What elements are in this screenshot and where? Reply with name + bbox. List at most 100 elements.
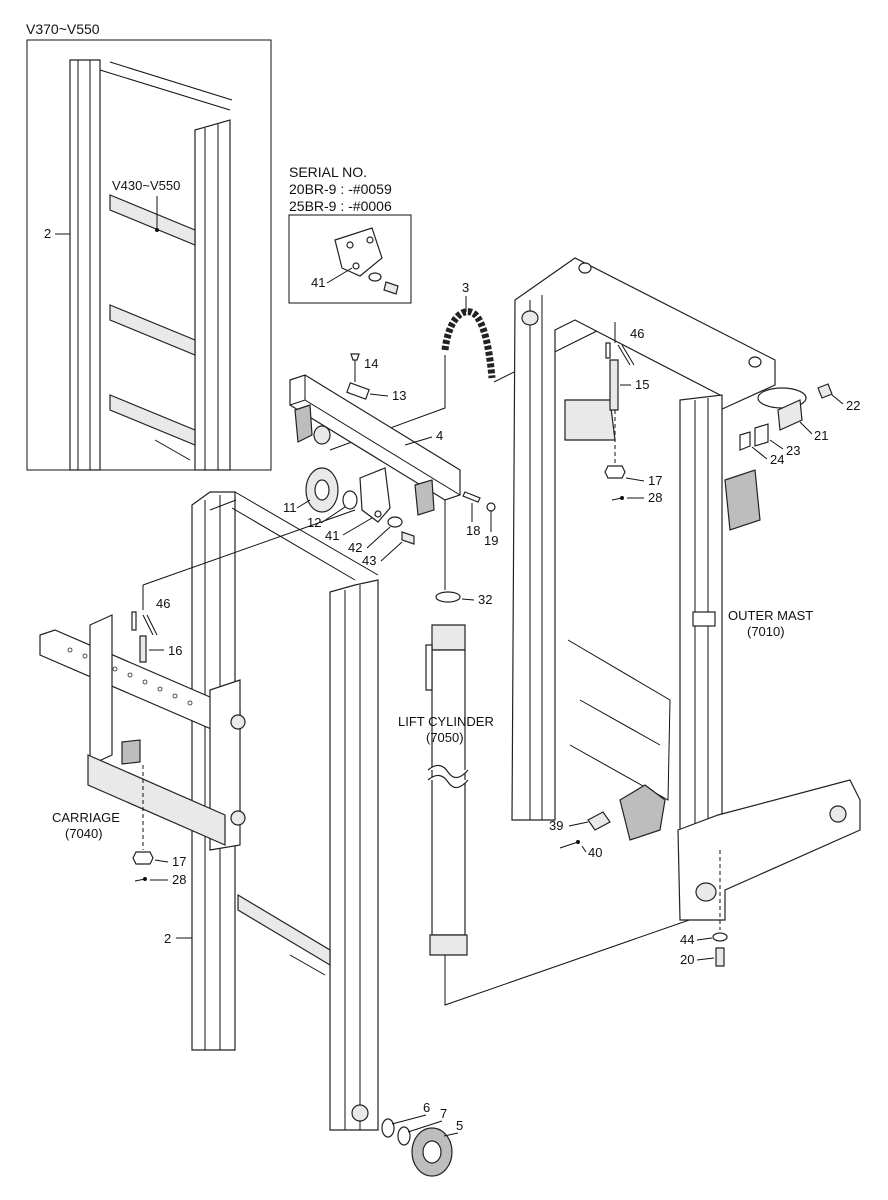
cylinder-barrel [431,649,466,936]
serial-frame [288,214,412,304]
nut-19-icon [486,502,496,512]
plate-13-icon [346,382,370,400]
callout-28-mast: 28 [648,490,662,505]
serial-title: SERIAL NO. [289,164,367,180]
callout-44: 44 [680,932,694,947]
pin-39-icon [587,811,611,831]
anchor-16-icon [139,635,147,663]
inset-rail-left [69,59,101,471]
serial-line2: 25BR-9 : -#0006 [289,198,392,214]
ring-7-icon [397,1126,411,1146]
callout-17-mast: 17 [648,473,662,488]
callout-4: 4 [436,428,443,443]
serial-line1: 20BR-9 : -#0059 [289,181,392,197]
callout-28-carriage: 28 [172,872,186,887]
bracket-41-icon [334,227,383,277]
shim-6-icon [381,1118,395,1138]
callout-6: 6 [423,1100,430,1115]
cylinder-base [429,934,468,956]
bolt-22-icon [817,383,833,399]
callout-39: 39 [549,818,563,833]
crosshead-lug-left [294,404,313,443]
crosshead-lug-right [414,479,435,516]
inset-crossbar-2 [109,304,196,356]
inset-variant-range: V370~V550 [26,21,100,37]
outer-mast-rail-right [679,394,723,861]
callout-21: 21 [814,428,828,443]
callout-46-carriage: 46 [156,596,170,611]
inset-frame [26,39,272,471]
screw-14-icon [350,353,360,361]
callout-14: 14 [364,356,378,371]
carriage-plate-left [89,614,113,766]
nut-17-mast-icon [604,465,626,479]
inset-crossbar-1 [109,194,196,246]
callout-41-serial: 41 [311,275,325,290]
pin-46-carriage-icon [131,611,137,631]
cylinder-head [431,624,466,651]
bolt-icon [383,281,399,295]
outer-mast-pivot [619,784,666,841]
rollers-5-6-7: 6 7 5 [381,1100,463,1177]
bolt-18-icon [462,491,481,503]
seal-32-icon [435,591,461,603]
plate-24-icon [739,431,751,451]
lift-cylinder-name: LIFT CYLINDER [398,714,494,729]
pin-46-mast-icon [605,342,611,359]
nut-17-carriage-icon [132,851,154,865]
lift-cylinder-7050: 32 LIFT CYLINDER (7050) [398,500,719,1006]
inset-rail-right [194,119,231,471]
bracket-23-icon [754,423,769,447]
inset-v370-v550: V370~V550 V430~V550 2 [26,21,272,471]
callout-23: 23 [786,443,800,458]
washer-42-icon [387,516,403,528]
inset-sub-variant: V430~V550 [112,178,180,193]
carriage-name: CARRIAGE [52,810,120,825]
outer-mast-7010: OUTER MAST (7010) 46 15 17 28 21 22 23 2… [511,257,861,967]
outer-mast-base [677,779,861,921]
callout-24: 24 [770,452,784,467]
callout-7: 7 [440,1106,447,1121]
crosshead-4: 14 13 4 11 12 41 42 43 18 19 [283,353,498,568]
callout-13: 13 [392,388,406,403]
carriage-lower-bar [87,754,226,846]
callout-18: 18 [466,523,480,538]
inset-crossbar-3 [109,394,196,446]
bolt-43-icon [401,531,415,545]
washer-icon [368,272,382,282]
callout-40: 40 [588,845,602,860]
callout-2: 2 [164,931,171,946]
callout-46-mast: 46 [630,326,644,341]
washer-44-icon [712,932,728,942]
callout-2-inset: 2 [44,226,51,241]
callout-12: 12 [307,515,321,530]
callout-19: 19 [484,533,498,548]
outer-mast-name: OUTER MAST [728,608,813,623]
callout-5: 5 [456,1118,463,1133]
bolt-20-icon [715,947,725,967]
callout-15: 15 [635,377,649,392]
lift-cylinder-code: (7050) [426,730,464,745]
callout-43: 43 [362,553,376,568]
callout-22: 22 [846,398,860,413]
outer-mast-code: (7010) [747,624,785,639]
bracket-41-main-icon [359,467,391,523]
callout-16: 16 [168,643,182,658]
ring-12-icon [342,490,358,510]
carriage-7040: CARRIAGE (7040) 46 16 17 28 [39,509,356,887]
anchor-15-icon [609,359,619,411]
serial-box: SERIAL NO. 20BR-9 : -#0059 25BR-9 : -#00… [288,164,412,304]
callout-3: 3 [462,280,469,295]
callout-32: 32 [478,592,492,607]
callout-11: 11 [283,500,297,515]
callout-41: 41 [325,528,339,543]
callout-42: 42 [348,540,362,555]
inner-mast-crossbar [237,893,331,967]
callout-20: 20 [680,952,694,967]
outer-mast-label-plate [692,611,716,627]
inner-mast-rail-right [329,579,379,1131]
carriage-code: (7040) [65,826,103,841]
chain-icon [441,308,496,379]
callout-17-carriage: 17 [172,854,186,869]
